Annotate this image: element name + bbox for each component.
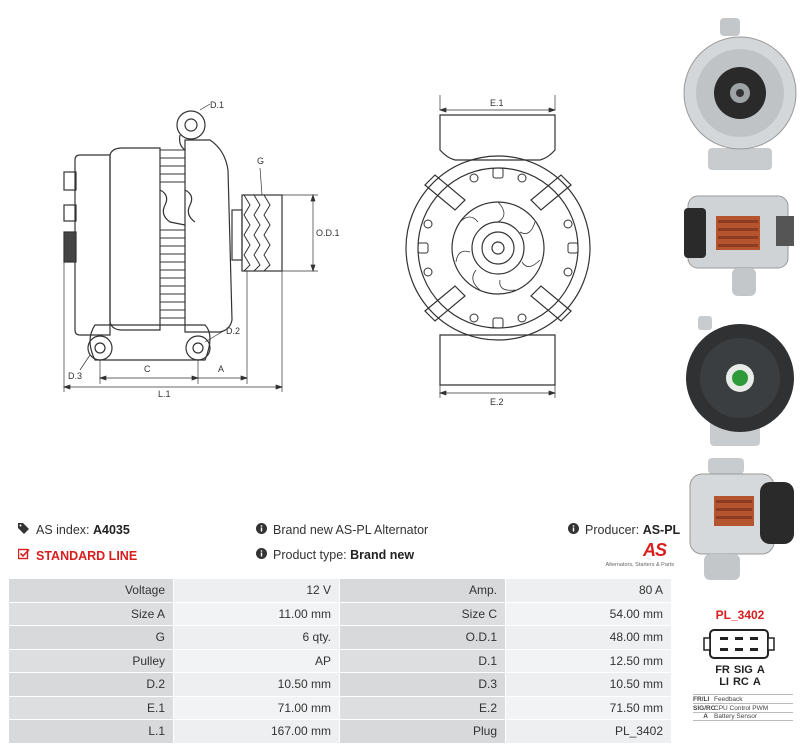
tags-icon — [18, 523, 30, 537]
checkbox-check-icon — [17, 548, 30, 563]
pin-label: LI — [719, 676, 729, 688]
producer: Producer: AS-PL — [568, 523, 680, 537]
table-row: Voltage 12 V Amp. 80 A — [8, 578, 672, 603]
pin-label: A — [756, 664, 765, 676]
product-type-value: Brand new — [350, 548, 415, 562]
plug-pin-labels: FR SIG A LI RC A — [700, 664, 780, 688]
product-photo-side-1 — [680, 176, 800, 306]
product-photo-rear — [680, 308, 800, 448]
table-row: Pulley AP D.1 12.50 mm — [8, 648, 672, 673]
spec-label: D.1 — [339, 648, 506, 673]
table-row: D.2 10.50 mm D.3 10.50 mm — [8, 672, 672, 697]
label-od1: O.D.1 — [316, 228, 340, 238]
table-row: Size A 11.00 mm Size C 54.00 mm — [8, 601, 672, 626]
pin-label: SIG — [733, 664, 753, 676]
spec-value: 71.00 mm — [173, 695, 340, 720]
legend-key: A — [703, 713, 708, 720]
spec-label: Size A — [8, 601, 174, 626]
pin-label: FR — [715, 664, 730, 676]
specs-table: Voltage 12 V Amp. 80 A Size A 11.00 mm S… — [8, 578, 672, 744]
spec-label: Plug — [339, 719, 506, 744]
spec-value: 12 V — [173, 578, 340, 603]
logo-tagline: Alternators, Starters & Parts — [605, 562, 674, 568]
spec-value: 54.00 mm — [505, 601, 672, 626]
label-e2: E.2 — [490, 397, 504, 407]
spec-label: Pulley — [8, 648, 174, 673]
list-item: FR/LI Feedback — [693, 694, 793, 703]
spec-value: 12.50 mm — [505, 648, 672, 673]
product-photo-side-2 — [680, 452, 800, 587]
pin-label: RC — [732, 676, 749, 688]
technical-drawing: D.1 G O.D.1 D.2 D.3 C A L.1 — [62, 95, 591, 407]
product-type: Product type: Brand new — [256, 548, 414, 562]
spec-value: 71.50 mm — [505, 695, 672, 720]
spec-label: G — [8, 625, 174, 650]
label-d3: D.3 — [68, 371, 82, 381]
spec-value: 10.50 mm — [173, 672, 340, 697]
spec-label: E.1 — [8, 695, 174, 720]
legend-key: SIG/RC — [693, 704, 716, 712]
legend-desc: CPU Control PWM — [714, 704, 769, 712]
spec-value: 10.50 mm — [505, 672, 672, 697]
standard-line: STANDARD LINE — [17, 548, 138, 563]
standard-line-text: STANDARD LINE — [36, 548, 138, 563]
list-item: A Battery Sensor — [693, 712, 793, 721]
plug-title: PL_3402 — [715, 608, 765, 622]
list-item: SIG/RC CPU Control PWM — [693, 703, 793, 712]
logo-mark: AS — [642, 540, 667, 560]
as-index-label: AS index: — [36, 523, 90, 537]
spec-label: D.2 — [8, 672, 174, 697]
spec-label: Voltage — [8, 578, 174, 603]
table-row: E.1 71.00 mm E.2 71.50 mm — [8, 695, 672, 720]
brand-new-text: Brand new AS-PL Alternator — [273, 523, 429, 537]
spec-value: 48.00 mm — [505, 625, 672, 650]
product-type-label: Product type: — [273, 548, 347, 562]
spec-value: PL_3402 — [505, 719, 672, 744]
label-c: C — [144, 364, 151, 374]
legend-key: FR/LI — [693, 695, 710, 703]
as-index-value: A4035 — [93, 523, 130, 537]
spec-label: E.2 — [339, 695, 506, 720]
label-d1: D.1 — [210, 100, 224, 110]
product-photo-front — [680, 8, 800, 178]
plug-legend: FR/LI Feedback SIG/RC CPU Control PWM A … — [693, 694, 793, 721]
plug-connector-diagram — [703, 629, 775, 659]
label-a: A — [218, 364, 224, 374]
label-d2: D.2 — [226, 326, 240, 336]
producer-value: AS-PL — [642, 523, 681, 537]
table-row: G 6 qty. O.D.1 48.00 mm — [8, 625, 672, 650]
spec-label: O.D.1 — [339, 625, 506, 650]
as-index: AS index: A4035 — [18, 523, 130, 537]
spec-label: L.1 — [8, 719, 174, 744]
producer-label: Producer: — [585, 523, 640, 537]
label-g: G — [257, 156, 264, 166]
label-e1: E.1 — [490, 98, 504, 108]
spec-value: 6 qty. — [173, 625, 340, 650]
as-pl-logo: AS Alternators, Starters & Parts — [588, 540, 674, 572]
info-icon — [256, 548, 267, 562]
spec-label: D.3 — [339, 672, 506, 697]
spec-value: 11.00 mm — [173, 601, 340, 626]
legend-desc: Battery Sensor — [714, 713, 757, 720]
info-icon — [568, 523, 579, 537]
spec-label: Amp. — [339, 578, 506, 603]
spec-value: AP — [173, 648, 340, 673]
spec-value: 80 A — [505, 578, 672, 603]
info-icon — [256, 523, 267, 537]
pin-label: A — [752, 676, 761, 688]
table-row: L.1 167.00 mm Plug PL_3402 — [8, 719, 672, 744]
spec-value: 167.00 mm — [173, 719, 340, 744]
brand-new-info: Brand new AS-PL Alternator — [256, 523, 428, 537]
spec-label: Size C — [339, 601, 506, 626]
label-l1: L.1 — [158, 389, 171, 399]
legend-desc: Feedback — [714, 695, 743, 703]
